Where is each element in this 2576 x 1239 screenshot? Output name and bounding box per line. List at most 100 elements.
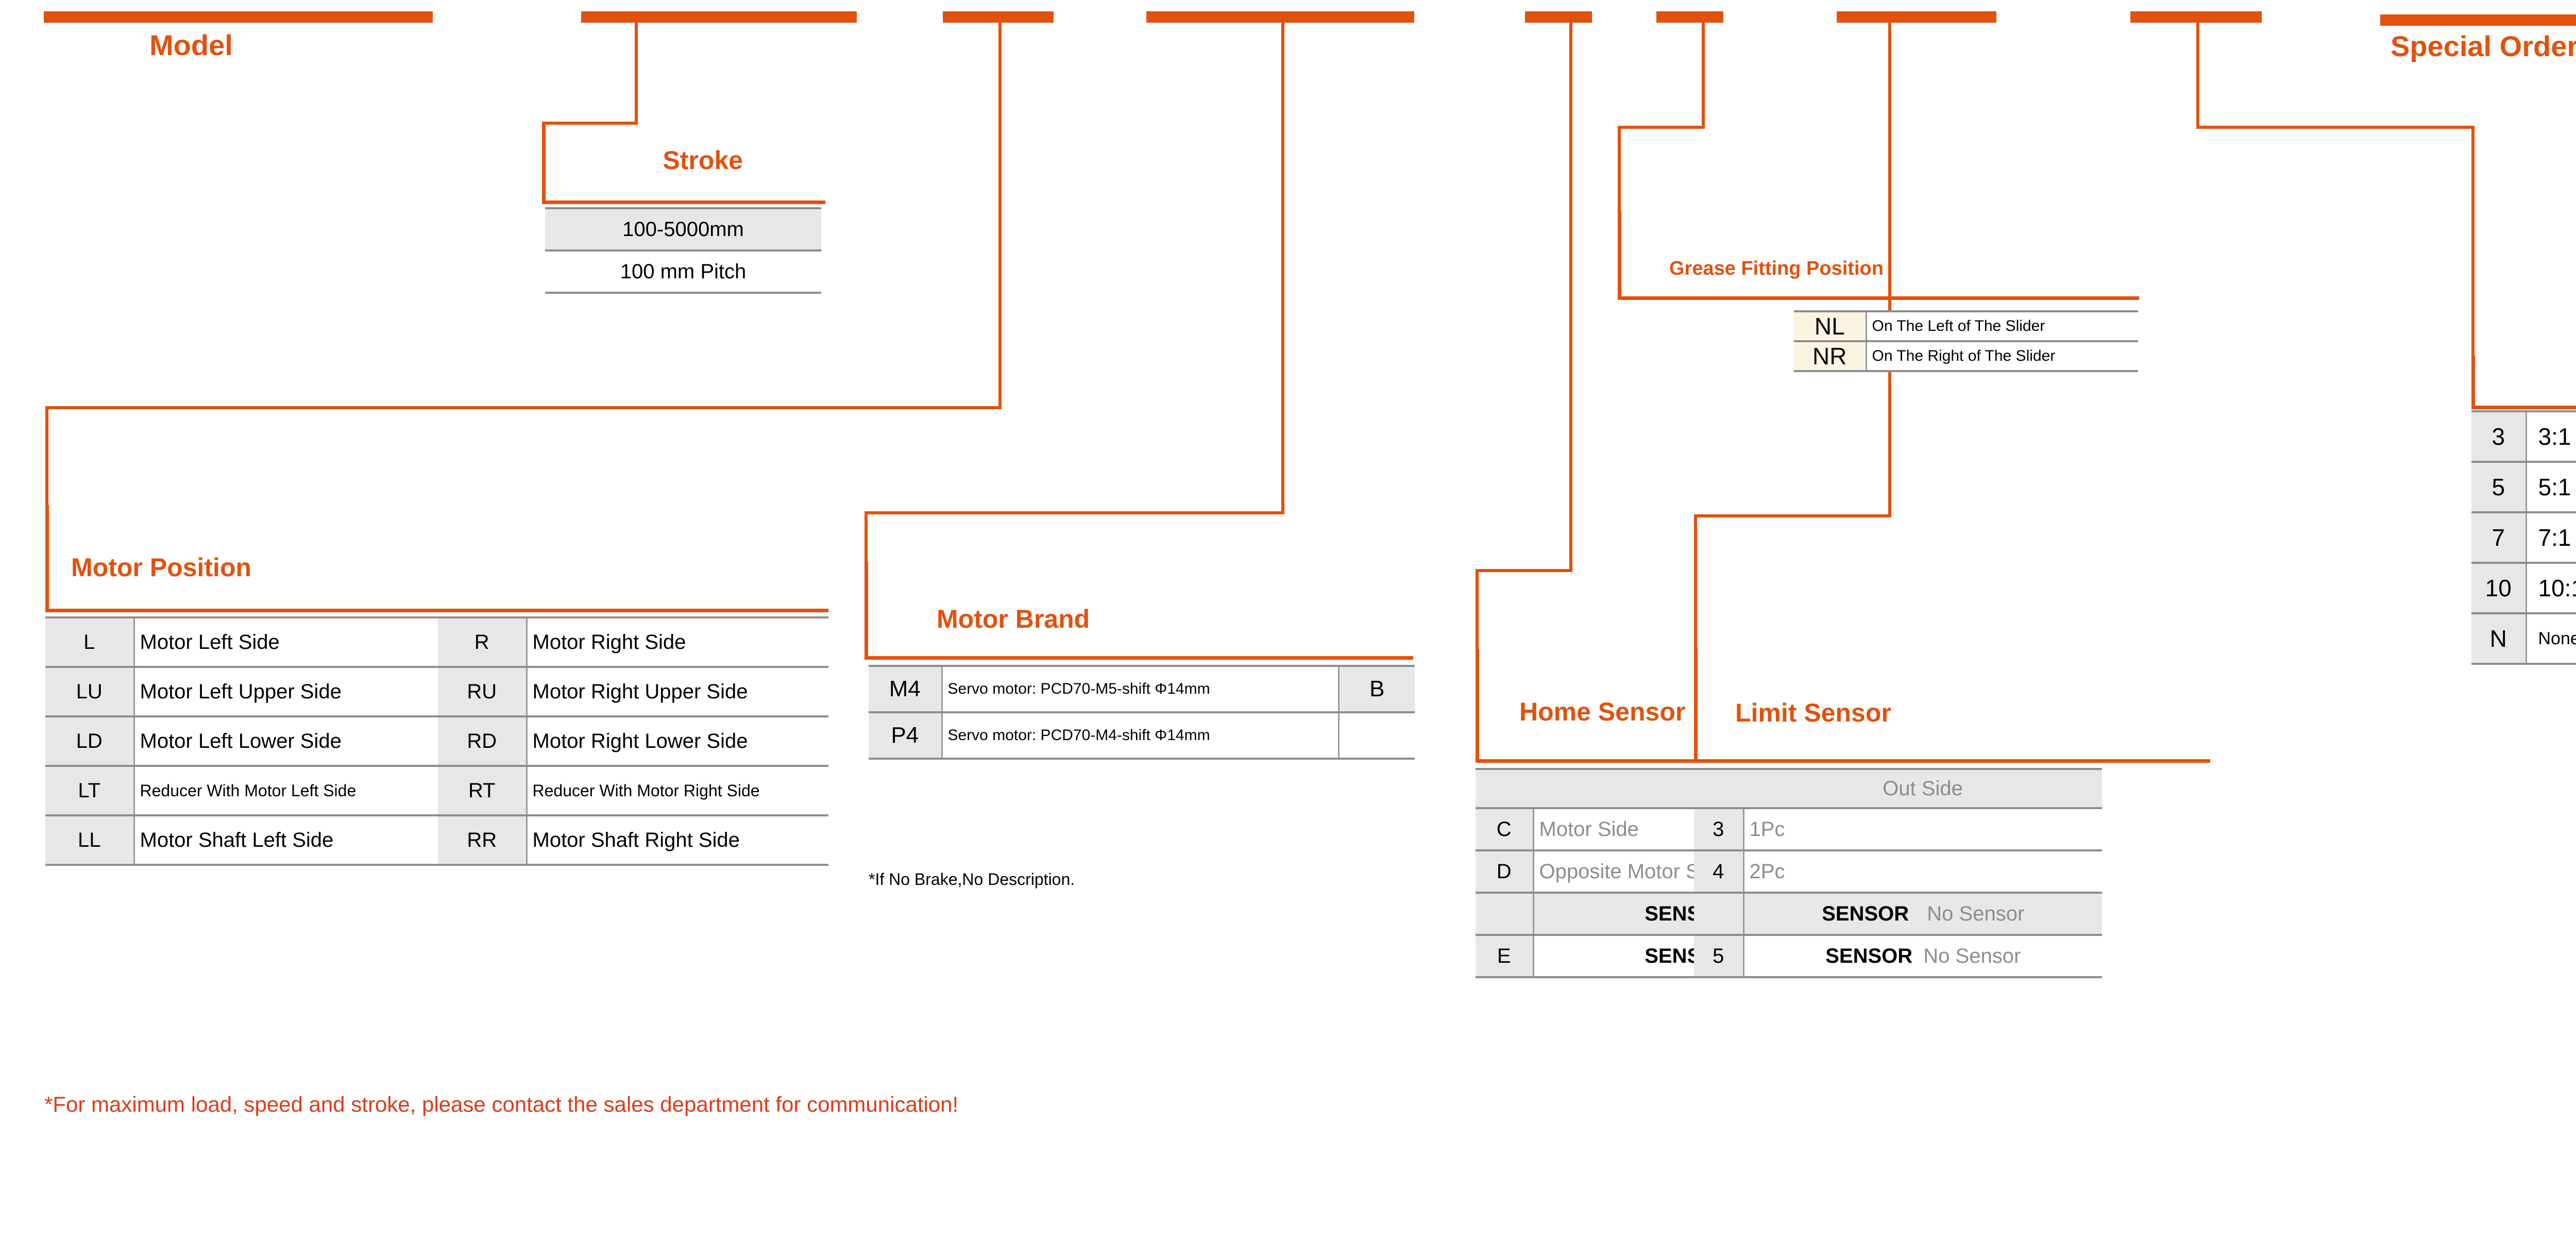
motor-position-code-1-left: LU: [45, 666, 135, 717]
home-sensor-frame-left: [1476, 649, 1479, 763]
group-caption-stroke: Stroke: [663, 146, 743, 175]
table-row: LU Motor Left Upper Side RU Motor Right …: [45, 666, 828, 717]
motor-position-code-0-right: R: [438, 616, 528, 668]
limit-sensor-nosensor-3: No Sensor: [1923, 944, 2021, 967]
table-row: 5 5:1: [2471, 461, 2576, 513]
limit-sensor-code-3: 5: [1694, 934, 1744, 978]
gearbox-ratio-frame-bottom: [2471, 406, 2576, 409]
motor-brand-footnote: *If No Brake,No Description.: [869, 870, 1075, 889]
group-motor-brand: Motor Brand: [865, 562, 1413, 660]
table-row: P4 Servo motor: PCD70-M4-shift Φ14mm: [869, 711, 1415, 760]
limit-sensor-desc-0: 1Pc: [1743, 807, 2102, 851]
group-motor-position: Motor Position: [45, 505, 828, 612]
group-caption-limit-sensor: Limit Sensor: [1735, 698, 1891, 727]
connector-gearbox-ratio-v2: [2471, 126, 2475, 408]
motor-brand-code-0: M4: [869, 665, 943, 713]
field-bar-stroke: [581, 11, 857, 23]
motor-position-code-4-right: RR: [438, 814, 528, 866]
field-bar-limit-sensor: [1837, 11, 1996, 23]
connector-gearbox-ratio-h1: [2196, 126, 2475, 129]
grease-fitting-frame-bottom: [1618, 296, 2139, 300]
gearbox-ratio-desc-3: 10:1: [2526, 562, 2576, 614]
limit-sensor-code-0: 3: [1694, 807, 1744, 851]
group-limit-sensor: Limit Sensor: [1694, 648, 2210, 763]
stroke-table: 100-5000mm 100 mm Pitch: [545, 207, 821, 294]
connector-stroke-h1: [542, 122, 638, 125]
limit-sensor-desc-1: 2Pc: [1743, 849, 2102, 894]
gearbox-ratio-desc-1: 5:1: [2526, 461, 2576, 513]
connector-motor-brand-h1: [865, 511, 1284, 514]
limit-sensor-header-blank: [1694, 768, 1743, 809]
group-gearbox-ratio: Gearbox Ratio: [2471, 356, 2576, 409]
connector-stroke-v1: [635, 23, 638, 125]
connector-motor-brand-v1: [1281, 23, 1284, 513]
motor-position-frame-bottom: [45, 609, 828, 612]
motor-position-desc-2-right: Motor Right Lower Side: [527, 715, 828, 767]
stroke-value-1: 100 mm Pitch: [545, 250, 821, 294]
grease-fitting-code-1: NR: [1794, 340, 1867, 372]
limit-sensor-header: Out Side: [1743, 768, 2102, 809]
motor-position-code-3-right: RT: [438, 765, 528, 816]
limit-sensor-frame-bottom: [1694, 759, 2210, 763]
group-caption-motor-brand: Motor Brand: [937, 605, 1090, 633]
gearbox-ratio-desc-4: None Gearbox Type: [2526, 612, 2576, 665]
motor-position-code-2-right: RD: [438, 715, 528, 767]
motor-brand-brake-0: B: [1337, 665, 1415, 713]
limit-sensor-label-3: SENSOR: [1825, 944, 1913, 967]
gearbox-ratio-code-1: 5: [2471, 461, 2527, 513]
field-bar-gearbox-ratio: [2130, 11, 2262, 23]
grease-fitting-desc-1: On The Right of The Slider: [1866, 340, 2138, 372]
connector-grease-fitting-v1: [1702, 23, 1705, 129]
connector-gearbox-ratio-v1: [2196, 23, 2199, 129]
motor-position-desc-0-right: Motor Right Side: [527, 616, 828, 668]
stroke-value-0: 100-5000mm: [545, 207, 821, 252]
connector-motor-position-v1: [998, 23, 1002, 408]
home-sensor-header-blank: [1476, 768, 1533, 809]
limit-sensor-label-2: SENSOR: [1822, 902, 1909, 925]
motor-position-desc-1-left: Motor Left Upper Side: [134, 666, 438, 717]
table-row: 3 3:1: [2471, 410, 2576, 463]
field-bar-special-order: [2380, 14, 2576, 26]
group-caption-home-sensor: Home Sensor: [1519, 697, 1686, 726]
table-row: 7 7:1: [2471, 511, 2576, 564]
table-row: SENSOR No Sensor: [1694, 892, 2102, 936]
table-row: N None Gearbox Type: [2471, 612, 2576, 665]
motor-position-desc-3-right: Reducer With Motor Right Side: [527, 765, 828, 816]
table-row: 4 2Pc: [1694, 849, 2102, 894]
gearbox-ratio-desc-0: 3:1: [2526, 410, 2576, 463]
field-bar-motor-position: [943, 11, 1054, 23]
grease-fitting-desc-0: On The Left of The Slider: [1866, 310, 2138, 342]
table-row: NR On The Right of The Slider: [1794, 340, 2138, 372]
table-row: M4 Servo motor: PCD70-M5-shift Φ14mm B: [869, 665, 1415, 713]
limit-sensor-code-2: [1694, 892, 1744, 936]
gearbox-ratio-desc-2: 7:1: [2526, 511, 2576, 564]
gearbox-ratio-code-4: N: [2471, 612, 2527, 665]
connector-motor-position-v2: [45, 406, 48, 572]
connector-home-sensor-v1: [1569, 23, 1572, 571]
home-sensor-code-0: C: [1476, 807, 1534, 851]
gearbox-ratio-frame-left: [2471, 356, 2475, 409]
limit-sensor-nosensor-2: No Sensor: [1927, 902, 2025, 925]
connector-limit-sensor-v1: [1888, 23, 1891, 516]
connector-grease-fitting-v2: [1618, 126, 1621, 231]
motor-position-frame-left: [45, 505, 49, 612]
connector-grease-fitting-h2: [1618, 126, 1705, 129]
field-bar-motor-brand: [1146, 11, 1414, 23]
motor-position-desc-4-right: Motor Shaft Right Side: [527, 814, 828, 866]
group-special-order: Special Order No.: [2370, 29, 2576, 65]
connector-motor-position-h1: [45, 406, 1002, 409]
limit-sensor-code-1: 4: [1694, 849, 1744, 894]
limit-sensor-table: Out Side 3 1Pc 4 2Pc SENSOR No Sensor 5: [1694, 768, 2102, 978]
motor-position-code-2-left: LD: [45, 715, 135, 767]
table-row: 3 1Pc: [1694, 807, 2102, 851]
grease-fitting-code-0: NL: [1794, 310, 1867, 342]
motor-position-desc-3-left: Reducer With Motor Left Side: [134, 765, 438, 816]
table-row: 100-5000mm: [545, 207, 821, 252]
connector-home-sensor-v2: [1476, 569, 1479, 708]
gearbox-ratio-code-0: 3: [2471, 410, 2527, 463]
motor-brand-frame-left: [865, 562, 868, 660]
group-caption-grease-fitting: Grease Fitting Position: [1669, 258, 1884, 279]
home-sensor-code-1: D: [1476, 849, 1534, 894]
motor-brand-frame-bottom: [865, 656, 1413, 660]
